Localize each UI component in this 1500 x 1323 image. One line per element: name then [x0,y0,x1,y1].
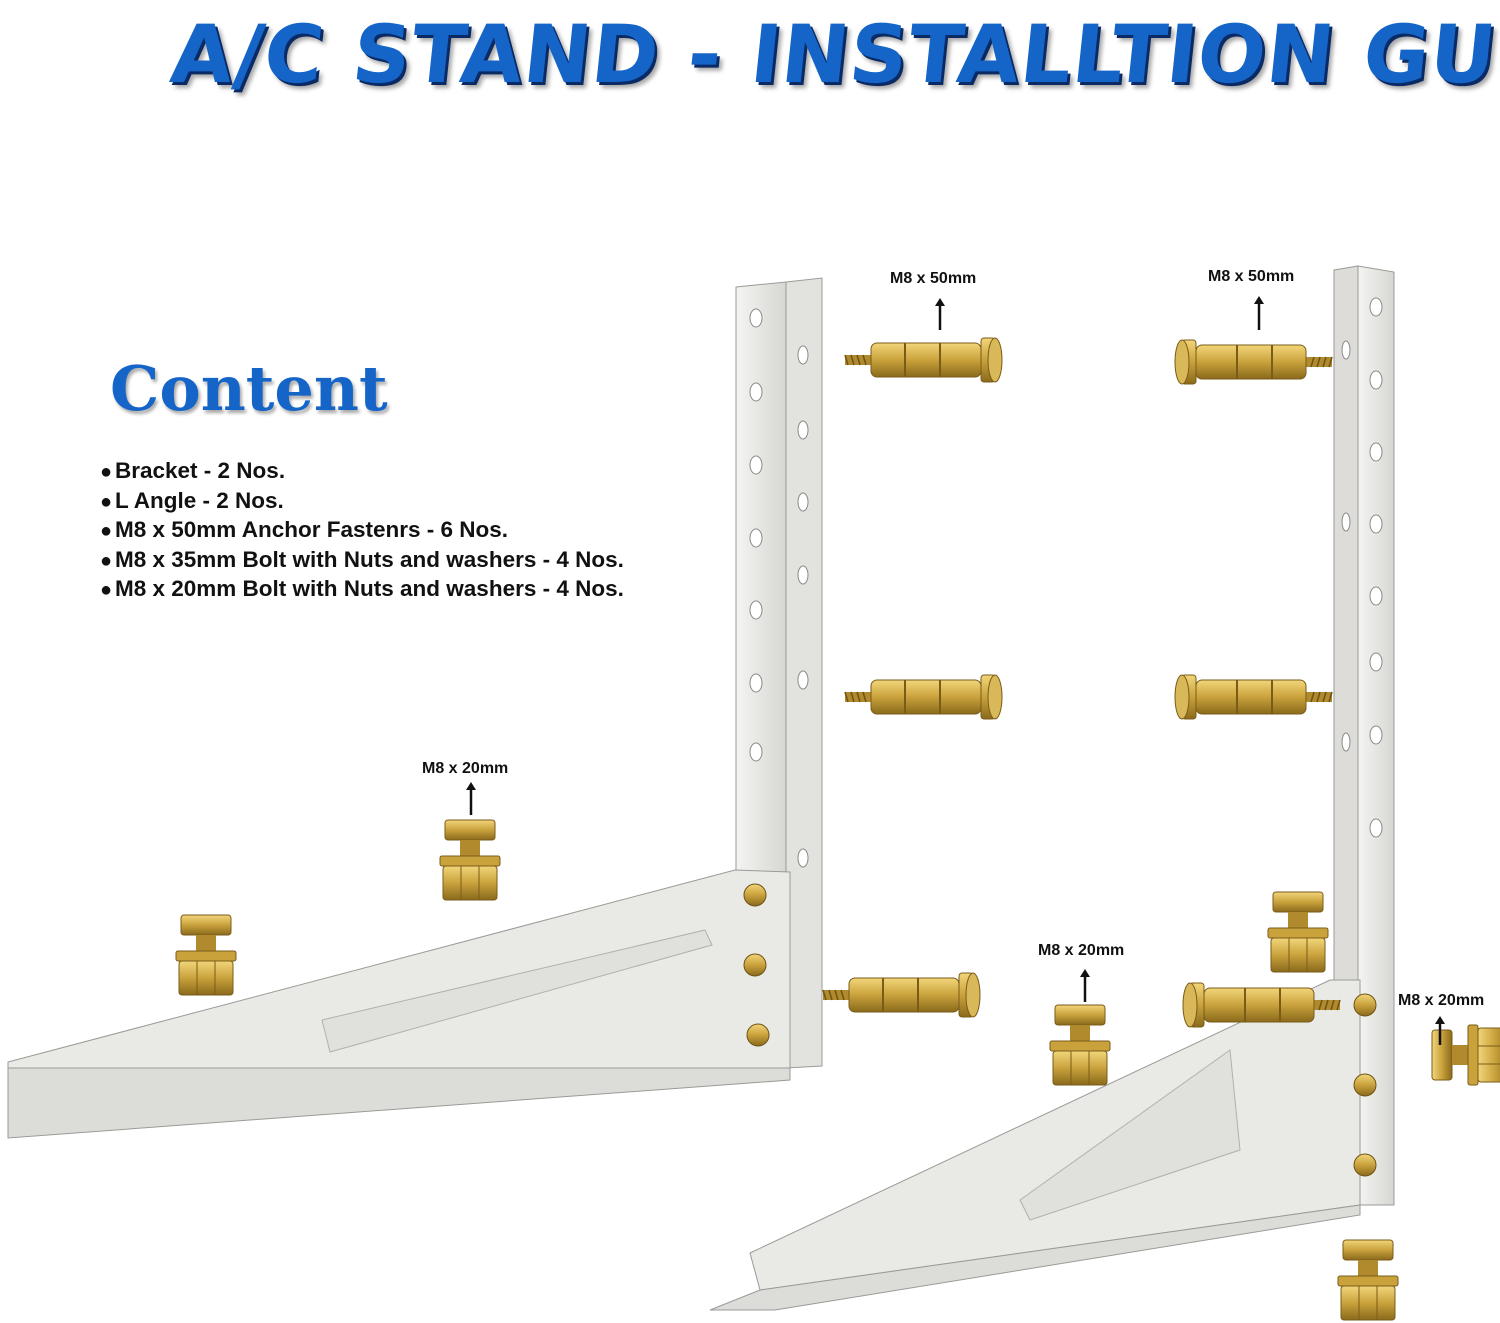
list-item: ●L Angle - 2 Nos. [100,486,624,516]
bolt-with-nut [439,819,501,901]
bolt-with-nut [1267,891,1329,973]
bolt-label-mid: M8 x 20mm [1038,942,1125,959]
bolt-with-nut [175,914,237,996]
right-horizontal-arm [709,979,1377,1311]
list-item: ●Bracket - 2 Nos. [100,456,624,486]
bolt-with-nut [1431,1024,1500,1086]
bullet-icon: ● [100,549,113,572]
anchor-label-left: M8 x 50mm [890,270,977,287]
bullet-icon: ● [100,520,113,542]
anchor-fastener [822,972,981,1018]
anchor-fastener [1174,674,1333,720]
bolt-label-right: M8 x 20mm [1398,992,1485,1009]
content-heading: Content [110,352,388,425]
bullet-icon: ● [100,461,113,483]
anchor-label-right: M8 x 50mm [1208,268,1295,285]
label-arrows [466,296,1445,1045]
list-item: ●M8 x 20mm Bolt with Nuts and washers - … [100,574,624,604]
list-item: ●M8 x 50mm Anchor Fastenrs - 6 Nos. [100,515,624,545]
list-item: ●M8 x 35mm Bolt with Nuts and washers - … [100,545,624,575]
bullet-icon: ● [100,490,113,513]
anchor-fastener [1174,339,1333,385]
anchor-fastener [844,337,1003,383]
bolt-label-left: M8 x 20mm [422,760,509,777]
left-horizontal-arm [7,869,791,1139]
anchor-fastener [844,674,1003,720]
right-vertical-angle [1333,265,1395,1206]
bolt-with-nut [1337,1239,1399,1321]
bolt-with-nut [1049,1004,1111,1086]
bullet-icon: ● [100,579,113,601]
content-list: ●Bracket - 2 Nos. ●L Angle - 2 Nos. ●M8 … [100,456,624,604]
